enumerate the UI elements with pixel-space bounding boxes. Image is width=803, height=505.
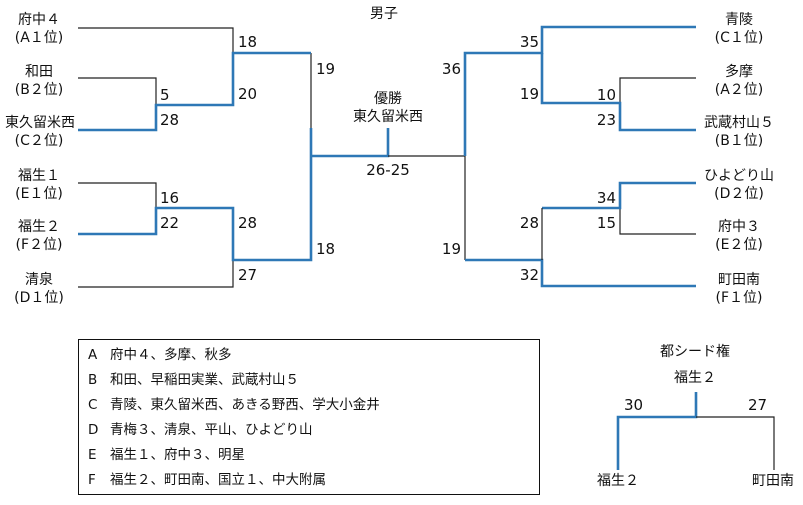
left-path-fussa2 <box>78 128 313 262</box>
bracket-title: 男子 <box>370 6 398 22</box>
team-right-3-seed: (B１位) <box>714 133 764 149</box>
champion-label: 優勝 <box>374 91 402 107</box>
right-path-musashimurayama5 <box>540 53 696 132</box>
legend-key: B <box>88 372 98 388</box>
left-wada-line <box>78 77 157 105</box>
score-right-r1b-bottom: 15 <box>596 214 616 232</box>
left-fuchu4-line <box>78 27 234 53</box>
team-right-2-seed: (A２位) <box>714 82 764 98</box>
legend-teams: 福生２、町田南、国立１、中大附属 <box>110 472 326 488</box>
score-right-r2a-top: 35 <box>519 33 539 51</box>
team-left-1-name: 府中４ <box>18 12 60 28</box>
legend-key: C <box>88 397 98 413</box>
team-right-5-name: 府中３ <box>718 219 760 235</box>
team-right-5-seed: (E２位) <box>715 237 763 253</box>
legend-teams: 福生１、府中３、明星 <box>110 447 245 463</box>
team-left-4-seed: (E１位) <box>15 186 63 202</box>
score-left-r2a-bottom: 20 <box>238 85 258 103</box>
score-left-r1b-bottom: 22 <box>160 214 180 232</box>
right-path-seiryo <box>463 25 696 156</box>
score-left-r1a-top: 5 <box>160 86 170 104</box>
legend-key: A <box>88 347 98 363</box>
team-left-6-seed: (D１位) <box>14 290 64 306</box>
final-score: 26-25 <box>366 161 410 179</box>
team-left-2-seed: (B２位) <box>14 82 64 98</box>
score-right-r1a-bottom: 23 <box>596 111 616 129</box>
legend-key: E <box>88 447 97 463</box>
team-left-3-name: 東久留米西 <box>5 115 75 131</box>
right-path-machidaminami <box>465 258 696 288</box>
score-right-r2b-bottom: 32 <box>519 266 539 284</box>
right-path-hiyodoriyama <box>542 181 696 210</box>
score-left-r2b-bottom: 27 <box>238 266 258 284</box>
score-right-r2b-top: 28 <box>519 214 539 232</box>
score-right-r1a-top: 10 <box>596 86 616 104</box>
legend-row: D 青梅３、清泉、平山、ひよどり山 <box>88 422 313 438</box>
seed-playoff-left-team: 福生２ <box>597 473 639 489</box>
team-left-5-name: 福生２ <box>18 219 60 235</box>
final-left-line <box>311 128 390 158</box>
legend-row: E 福生１、府中３、明星 <box>88 447 245 463</box>
score-left-r1b-top: 16 <box>160 189 180 207</box>
left-fussa1-line <box>78 182 157 208</box>
team-right-1-name: 青陵 <box>725 12 753 28</box>
seed-playoff-right-score: 27 <box>748 396 768 414</box>
legend-teams: 青梅３、清泉、平山、ひよどり山 <box>110 422 313 438</box>
legend-row: B 和田、早稲田実業、武蔵村山５ <box>88 372 299 388</box>
score-left-r2b-top: 28 <box>238 214 258 232</box>
left-path-higashikurumenishi <box>78 51 311 132</box>
score-left-semi-bottom: 18 <box>316 240 336 258</box>
score-right-semi-top: 36 <box>441 60 461 78</box>
left-seisen-line <box>78 260 234 288</box>
legend-row: F 福生２、町田南、国立１、中大附属 <box>88 472 326 488</box>
team-left-3-seed: (C２位) <box>14 133 64 149</box>
legend-teams: 府中４、多摩、秋多 <box>110 347 232 363</box>
seed-playoff-right-team: 町田南 <box>752 473 794 489</box>
legend-key: D <box>88 422 99 438</box>
legend-teams: 青陵、東久留米西、あきる野西、学大小金井 <box>110 397 380 413</box>
seed-playoff-winner: 福生２ <box>674 370 716 386</box>
score-left-r1a-bottom: 28 <box>160 111 180 129</box>
score-right-semi-bottom: 19 <box>441 240 461 258</box>
seed-playoff-left-line <box>616 392 698 470</box>
score-left-semi-top: 19 <box>316 60 336 78</box>
team-right-1-seed: (C１位) <box>714 30 764 46</box>
seed-playoff-left-score: 30 <box>624 396 644 414</box>
right-tama-line <box>619 77 696 103</box>
right-fuchu3-line <box>619 208 696 235</box>
team-left-6-name: 清泉 <box>25 272 53 288</box>
score-right-r2a-bottom: 19 <box>519 85 539 103</box>
team-right-6-name: 町田南 <box>718 272 760 288</box>
team-right-2-name: 多摩 <box>725 64 753 80</box>
seed-playoff-right-line <box>696 416 775 470</box>
seed-group-legend: A 府中４、多摩、秋多 B 和田、早稲田実業、武蔵村山５ C 青陵、東久留米西、あきる… <box>78 339 540 495</box>
team-right-4-name: ひよどり山 <box>704 168 774 184</box>
team-left-1-seed: (A１位) <box>14 30 64 46</box>
champion-name: 東久留米西 <box>353 109 423 125</box>
team-right-4-seed: (D２位) <box>714 186 764 202</box>
team-left-5-seed: (F２位) <box>15 237 63 253</box>
team-right-6-seed: (F１位) <box>715 290 763 306</box>
team-left-2-name: 和田 <box>25 64 53 80</box>
score-right-r1b-top: 34 <box>596 189 616 207</box>
legend-teams: 和田、早稲田実業、武蔵村山５ <box>110 372 299 388</box>
legend-row: A 府中４、多摩、秋多 <box>88 347 232 363</box>
legend-row: C 青陵、東久留米西、あきる野西、学大小金井 <box>88 397 380 413</box>
legend-key: F <box>88 472 96 488</box>
seed-playoff-title: 都シード権 <box>660 344 730 360</box>
team-right-3-name: 武蔵村山５ <box>704 115 774 131</box>
team-left-4-name: 福生１ <box>18 168 60 184</box>
score-left-r2a-top: 18 <box>238 33 258 51</box>
